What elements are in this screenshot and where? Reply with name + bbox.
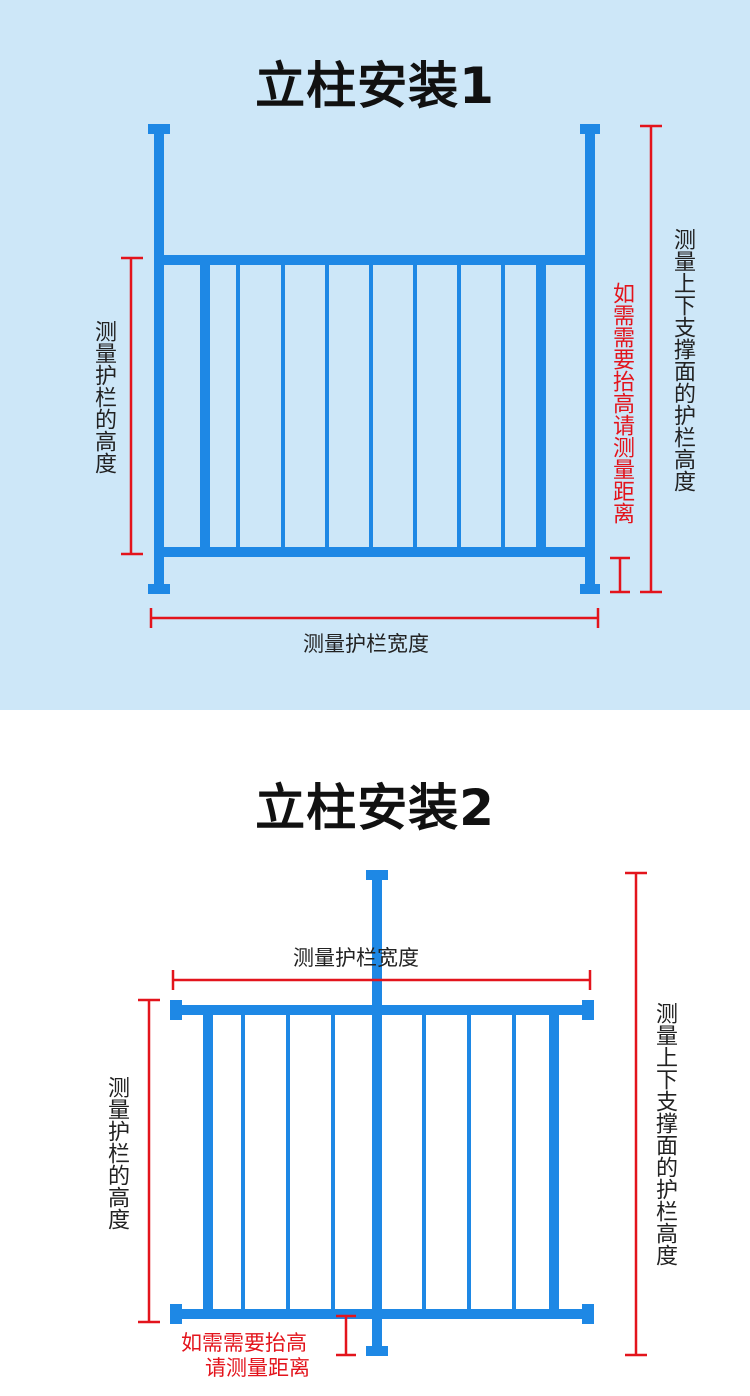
- panel1-title: 立柱安装1: [255, 57, 495, 115]
- p1-baluster: [281, 262, 285, 552]
- panel2-diagram: [138, 870, 647, 1357]
- p2-baluster: [467, 1014, 471, 1312]
- p1-total-height-label: 测量上下支撑面的护栏高度: [670, 228, 695, 492]
- p1-width-dimension: [149, 608, 600, 628]
- p1-left-post: [154, 128, 164, 592]
- p1-raise-dimension: [610, 556, 630, 594]
- p2-bottom-rail-left-cap: [170, 1304, 182, 1324]
- p1-inner-left-post: [200, 260, 210, 552]
- p2-baluster: [512, 1014, 516, 1312]
- p2-total-height-dimension: [625, 871, 647, 1357]
- p1-baluster: [369, 262, 373, 552]
- p2-raise-label-line2: 请测量距离: [205, 1356, 310, 1380]
- p1-bottom-rail: [158, 547, 590, 557]
- p1-height-label: 测量护栏的高度: [91, 320, 116, 474]
- p2-baluster: [286, 1014, 290, 1312]
- panel2-title: 立柱安装2: [255, 779, 495, 837]
- p2-total-height-label: 测量上下支撑面的护栏高度: [652, 1002, 677, 1266]
- p2-height-label: 测量护栏的高度: [104, 1076, 129, 1230]
- p2-bottom-rail: [175, 1309, 590, 1319]
- p2-raise-dimension: [336, 1314, 356, 1357]
- p1-top-rail: [158, 255, 590, 265]
- p1-left-post-bottom-cap: [148, 584, 170, 594]
- p2-baluster: [422, 1014, 426, 1312]
- p1-raise-label: 如需需要抬高请测量距离: [609, 282, 634, 524]
- p1-baluster: [501, 262, 505, 552]
- p1-right-post: [585, 128, 595, 592]
- p1-inner-right-post: [536, 260, 546, 552]
- p1-right-post-bottom-cap: [580, 584, 600, 594]
- p2-center-post-bottom-cap: [366, 1346, 388, 1356]
- p1-total-height-dimension: [640, 124, 662, 594]
- p1-width-label: 测量护栏宽度: [303, 632, 429, 656]
- p2-top-rail-right-cap: [582, 1000, 594, 1020]
- p2-raise-label-line1: 如需需要抬高: [181, 1331, 307, 1355]
- p2-center-post: [372, 875, 382, 1353]
- p2-height-dimension: [138, 998, 160, 1324]
- p2-width-dimension: [171, 970, 592, 990]
- p1-right-post-top-cap: [580, 124, 600, 134]
- p2-bottom-rail-right-cap: [582, 1304, 594, 1324]
- p2-frame-left-post: [203, 1010, 213, 1316]
- p1-baluster: [457, 262, 461, 552]
- p1-left-post-top-cap: [148, 124, 170, 134]
- p2-baluster: [241, 1014, 245, 1312]
- p2-top-rail-left-cap: [170, 1000, 182, 1020]
- p2-center-post-top-cap: [366, 870, 388, 880]
- diagram-panel-2: 立柱安装2: [0, 710, 750, 1396]
- p2-top-rail: [175, 1005, 590, 1015]
- p1-height-dimension: [121, 256, 143, 556]
- p2-baluster: [331, 1014, 335, 1312]
- p2-frame-right-post: [549, 1010, 559, 1316]
- p1-baluster: [325, 262, 329, 552]
- diagram-panel-1: 立柱安装1: [0, 0, 750, 710]
- panel1-diagram: [121, 124, 662, 628]
- p1-baluster: [236, 262, 240, 552]
- p2-width-label: 测量护栏宽度: [293, 946, 419, 970]
- p1-baluster: [413, 262, 417, 552]
